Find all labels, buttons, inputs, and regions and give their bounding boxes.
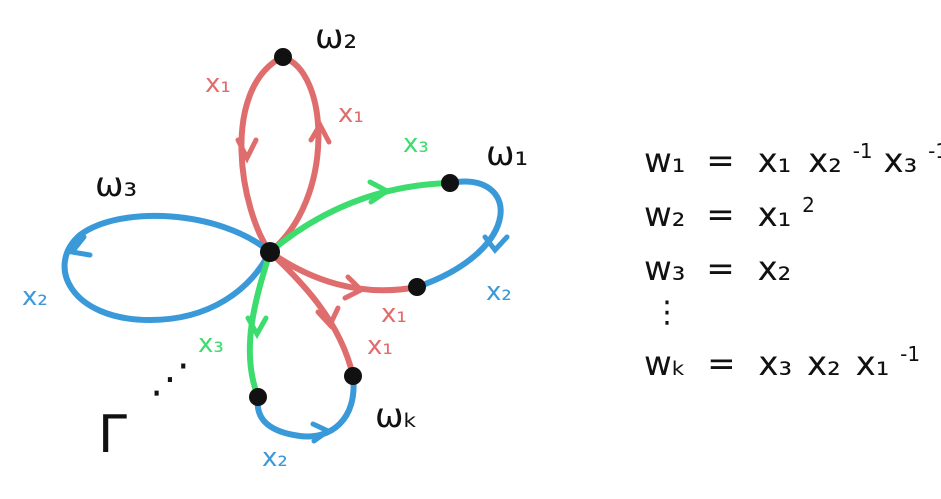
w2-vertex — [274, 48, 292, 66]
w1-mid-vertex — [408, 278, 426, 296]
equations-block: w₁ = x₁ x₂ -1 x₃ -1 w₂ = x₁ 2 w₃ = x₂ ⋮ … — [644, 127, 941, 384]
wk-red-arrow — [315, 305, 341, 330]
w3-loop-edge — [61, 212, 273, 324]
wk-blue-edge — [254, 373, 357, 440]
w2-loop-right-edge — [267, 54, 322, 255]
label-w3: ω₃ — [95, 165, 137, 205]
wk-green-arrow — [245, 315, 269, 340]
w1-red-arrow — [342, 274, 366, 301]
w3-arrow — [67, 234, 93, 258]
gamma-symbol: Γ — [98, 405, 127, 465]
wk-mid-vertex — [249, 388, 267, 406]
edge-label-w1-blue: x₂ — [486, 277, 512, 307]
center-vertex — [260, 242, 280, 262]
w1-green-arrow — [367, 179, 392, 205]
label-w2: ω₂ — [315, 17, 357, 57]
w2-right-arrow — [308, 119, 332, 145]
edge-label-w2-right: x₁ — [338, 99, 364, 129]
equation-vdots: ⋮ — [652, 295, 682, 330]
edge-label-wk-red1: x₁ — [381, 299, 407, 329]
wk-red-edge — [267, 249, 356, 379]
edge-label-w3-blue: x₂ — [22, 282, 48, 312]
edge-label-w2-left: x₁ — [205, 69, 231, 99]
wk-vertex — [344, 367, 362, 385]
w1-blue-edge — [414, 178, 504, 290]
w2-left-arrow — [235, 137, 259, 164]
w1-red-edge — [267, 249, 420, 294]
edge-label-wk-green: x₃ — [198, 329, 224, 359]
label-wk: ωₖ — [375, 396, 418, 436]
w1-vertex — [441, 174, 459, 192]
wk-blue-arrow — [310, 421, 333, 444]
edge-label-w1-green: x₃ — [403, 129, 429, 159]
w1-blue-arrow — [482, 234, 510, 254]
equation-k: wₖ = x₃ x₂ x₁ -1 — [644, 342, 920, 384]
edge-label-wk-red2: x₁ — [367, 331, 393, 361]
equation-3: w₃ = x₂ — [644, 249, 791, 289]
more-loops-dots: ⋰ — [150, 356, 190, 402]
equation-1: w₁ = x₁ x₂ -1 x₃ -1 — [644, 127, 941, 181]
w1-green-edge — [267, 180, 453, 255]
label-w1: ω₁ — [486, 134, 528, 174]
edge-label-wk-blue: x₂ — [262, 443, 288, 473]
equation-2: w₂ = x₁ 2 — [644, 193, 815, 235]
